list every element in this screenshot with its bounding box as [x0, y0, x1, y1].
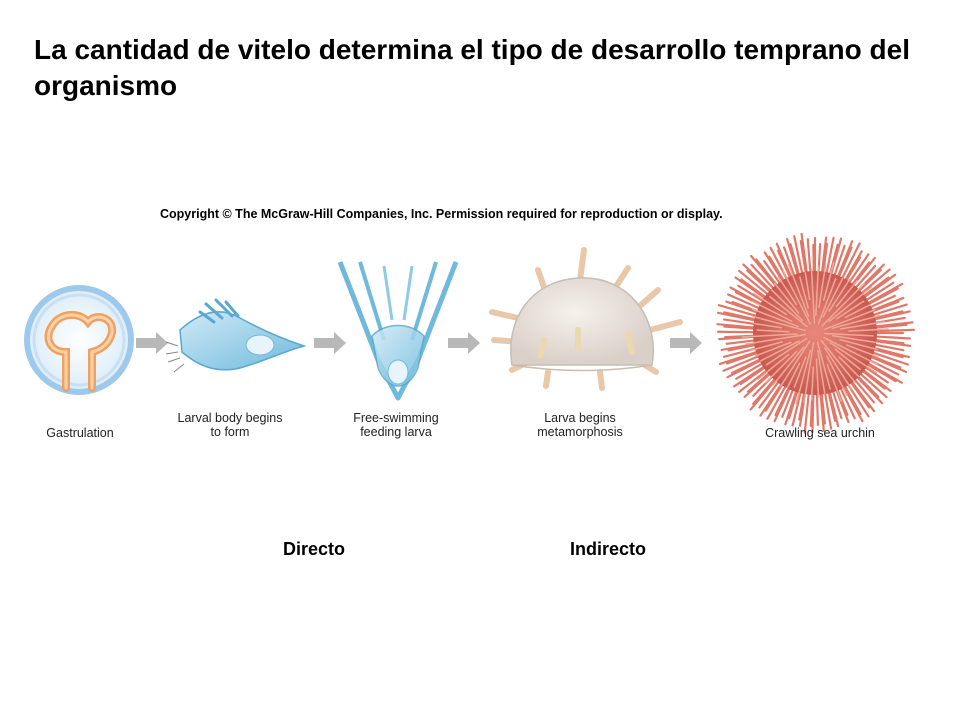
- label-indirecto: Indirecto: [570, 539, 647, 559]
- stage-label-larval-body: Larval body begins to form: [177, 411, 283, 439]
- stage-label-sea-urchin: Crawling sea urchin: [765, 426, 875, 440]
- pluteus-larva-illustration: [337, 261, 459, 401]
- arrow-4: [670, 332, 702, 354]
- arrow-3: [448, 332, 480, 354]
- arrow-2: [314, 332, 346, 354]
- stage-label-metamorphosis: Larva begins metamorphosis: [537, 411, 623, 439]
- stage-label-free-swimming: Free-swimming feeding larva: [353, 411, 439, 439]
- gastrula-illustration: [24, 285, 134, 395]
- label-directo: Directo: [283, 539, 346, 559]
- copyright-notice: Copyright © The McGraw-Hill Companies, I…: [160, 207, 723, 221]
- stage-label-gastrulation: Gastrulation: [46, 426, 114, 440]
- larval-body-illustration: [165, 298, 307, 373]
- sea-urchin-illustration: [716, 232, 916, 434]
- arrow-1: [136, 332, 168, 354]
- metamorphosis-larva-illustration: [489, 247, 683, 391]
- page-title: La cantidad de vitelo determina el tipo …: [34, 34, 910, 101]
